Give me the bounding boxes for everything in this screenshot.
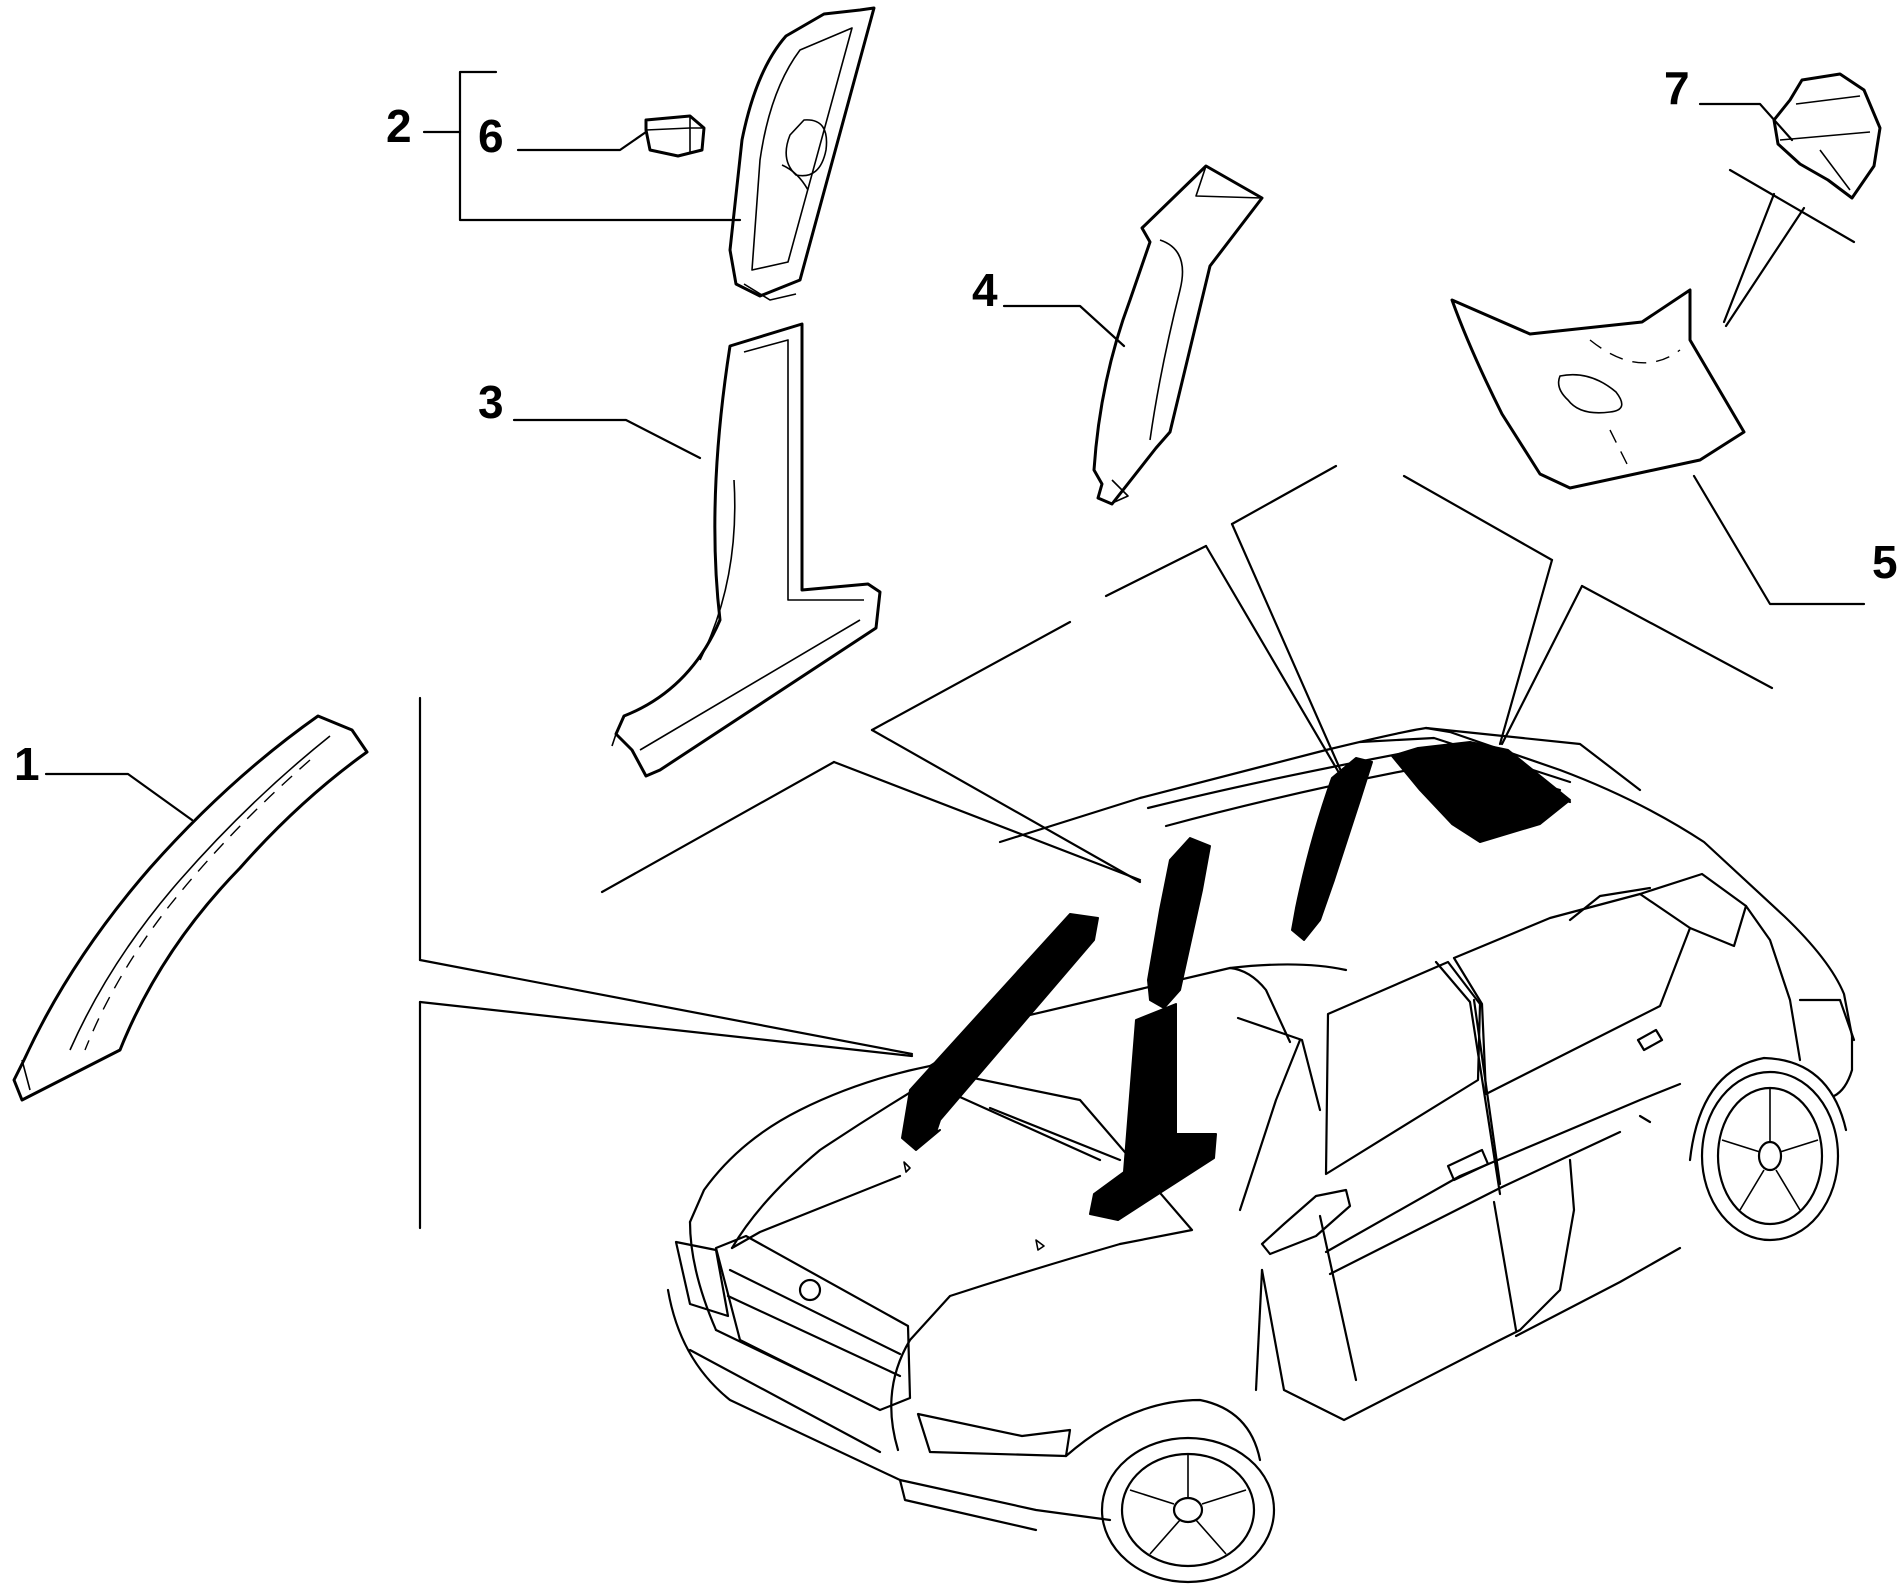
part-5-rear-quarter-trim	[1450, 288, 1746, 490]
part-4-c-pillar-trim	[1092, 164, 1264, 506]
callout-5: 5	[1872, 536, 1898, 588]
leader-lines	[44, 70, 1866, 822]
part-2-b-pillar-upper-trim	[728, 6, 876, 301]
callout-6: 6	[478, 110, 504, 162]
callout-3: 3	[478, 376, 504, 428]
callout-1: 1	[14, 738, 40, 790]
callout-4: 4	[972, 264, 998, 316]
callout-7: 7	[1664, 62, 1690, 114]
part-7-retaining-clip	[1772, 72, 1882, 200]
car-body-outline	[666, 726, 1856, 1584]
part-3-b-pillar-lower-trim	[611, 322, 882, 778]
callout-2: 2	[386, 100, 412, 152]
projection-lines	[418, 168, 1856, 1230]
part-6-clip	[644, 114, 706, 158]
part-1-a-pillar-trim	[12, 714, 369, 1102]
installed-part-highlights	[901, 741, 1571, 1221]
